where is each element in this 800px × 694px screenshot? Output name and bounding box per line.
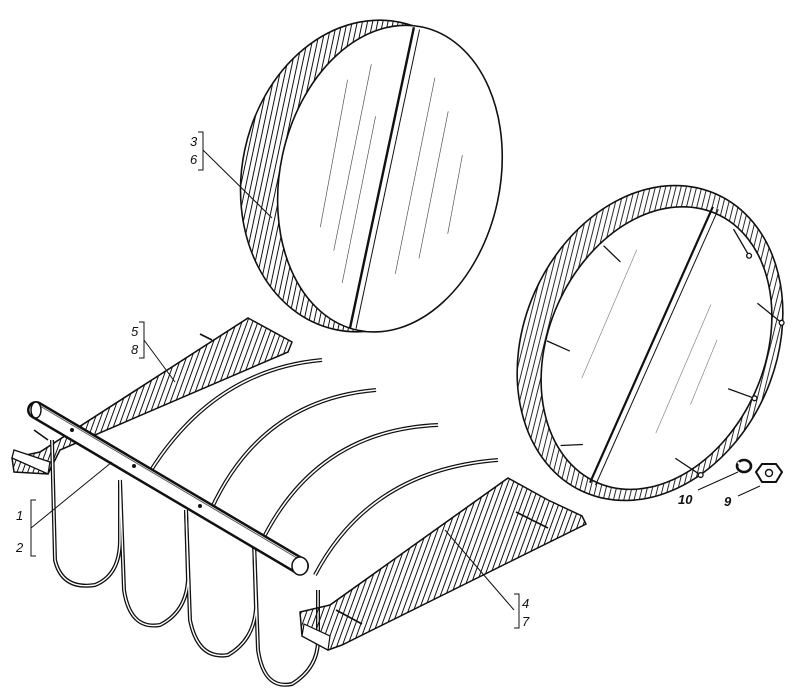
hex-nut xyxy=(754,463,784,483)
angle-bracket-lower xyxy=(299,477,588,651)
callout-7: 7 xyxy=(522,614,530,629)
callout-9: 9 xyxy=(724,494,732,509)
callout-2: 2 xyxy=(15,540,24,555)
callout-10: 10 xyxy=(678,492,693,507)
split-disc xyxy=(239,19,504,333)
leader-lines xyxy=(30,131,761,629)
spring-washer xyxy=(735,458,753,474)
distribution-pipe xyxy=(27,401,309,576)
callout-4: 4 xyxy=(522,596,529,611)
split-ring-frame xyxy=(516,184,785,502)
callout-8: 8 xyxy=(131,342,139,357)
callout-5: 5 xyxy=(131,324,139,339)
callout-3: 3 xyxy=(190,134,198,149)
callout-6: 6 xyxy=(190,152,198,167)
callout-1: 1 xyxy=(16,508,23,523)
